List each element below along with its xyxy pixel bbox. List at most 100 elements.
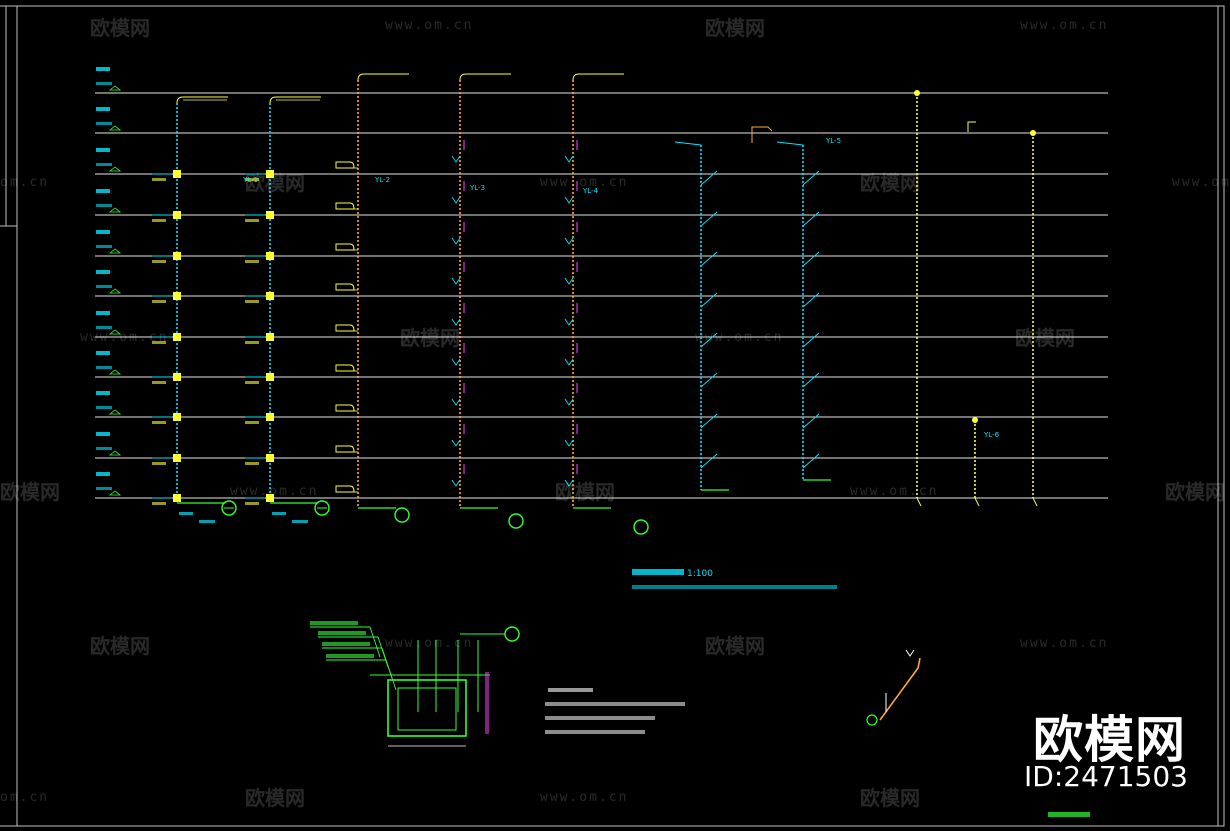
floor-label-glyph — [96, 67, 110, 71]
floor-label-glyph — [96, 148, 110, 152]
leader-label-glyph — [322, 642, 370, 646]
slanted-branch — [700, 211, 718, 227]
slanted-branch — [700, 453, 718, 469]
outlet-pipe — [974, 497, 980, 507]
elevation-glyph — [199, 520, 215, 523]
fixture-label-glyph — [152, 260, 166, 263]
watermark-brand: 欧模网 — [555, 480, 615, 504]
outlet-pipe — [1032, 497, 1038, 507]
pit-outline — [387, 679, 467, 737]
manhole-symbol — [508, 513, 524, 529]
floor-drain-node — [266, 373, 274, 381]
watermark-url: www.om.cn — [540, 790, 629, 805]
floor-label-glyph — [96, 472, 110, 476]
note-line-glyph — [545, 716, 655, 720]
pipe-label: YL-2 — [374, 176, 390, 184]
floor-drain-node — [266, 454, 274, 462]
rain-inlet-node — [1030, 130, 1036, 136]
trap-symbol — [564, 237, 574, 245]
floor-label-glyph — [96, 270, 110, 274]
floor-drain-node — [173, 494, 181, 502]
floor-drain-node — [266, 413, 274, 421]
fixture-label-glyph — [152, 219, 166, 222]
floor-label-glyph — [96, 432, 110, 436]
watermark-brand: 欧模网 — [860, 171, 920, 195]
trap-symbol — [451, 196, 461, 204]
leader-line — [385, 659, 397, 691]
asset-id: ID:2471503 — [1024, 760, 1188, 793]
elevation-marker — [108, 329, 122, 335]
slanted-branch — [802, 453, 820, 469]
manhole-symbol — [394, 507, 410, 523]
fixture-label-glyph — [245, 341, 259, 344]
rain-inlet-node — [972, 417, 978, 423]
bathtub-symbol — [335, 243, 355, 251]
slanted-branch — [802, 372, 820, 388]
floor-drain-node — [173, 333, 181, 341]
floor-drain-node — [266, 170, 274, 178]
elevation-label-glyph — [96, 122, 112, 125]
branch-pipe — [674, 141, 702, 146]
watermark-url: www.om.cn — [695, 330, 784, 345]
trap-symbol — [451, 358, 461, 366]
note-title-glyph — [548, 688, 593, 692]
trap-symbol — [564, 196, 574, 204]
elevation-marker — [108, 125, 122, 131]
bathtub-symbol — [335, 404, 355, 412]
floor-label-glyph — [96, 351, 110, 355]
slanted-branch — [802, 413, 820, 429]
floor-drain-node — [266, 333, 274, 341]
slanted-branch — [700, 251, 718, 267]
watermark-url: www.om.cn — [850, 484, 939, 499]
watermark-url-short: om.cn — [0, 175, 50, 190]
note-line-glyph — [545, 730, 645, 734]
fixture-label-glyph — [152, 502, 166, 505]
note-line-glyph — [545, 702, 685, 706]
bathtub-symbol — [335, 445, 355, 453]
elevation-marker — [108, 248, 122, 254]
watermark-brand: 欧模网 — [1015, 326, 1075, 350]
trap-symbol — [451, 277, 461, 285]
vent-cap — [459, 73, 511, 81]
pipe-label: YL-6 — [983, 431, 1000, 439]
floor-drain-node — [173, 454, 181, 462]
elevation-glyph — [292, 520, 308, 523]
watermark-url: www.om.cn — [1020, 18, 1109, 33]
fixture-label-glyph — [152, 462, 166, 465]
fixture-label-glyph — [152, 421, 166, 424]
trap-symbol — [564, 479, 574, 487]
elevation-marker — [108, 85, 122, 91]
pipe-label: YL-4 — [582, 187, 599, 195]
trap-symbol — [564, 277, 574, 285]
slanted-branch — [700, 332, 718, 348]
manhole-symbol — [633, 519, 649, 535]
watermark-brand: 欧模网 — [90, 16, 150, 40]
trap-symbol — [564, 439, 574, 447]
leader-label-glyph — [318, 631, 366, 635]
rain-branch — [967, 121, 976, 132]
iso-manhole — [866, 714, 878, 726]
title-note-glyphs — [632, 585, 837, 589]
watermark-url: www.om.cn — [80, 330, 169, 345]
watermark-brand: 欧模网 — [245, 786, 305, 810]
watermark-brand: 欧模网 — [0, 480, 60, 504]
slanted-branch — [802, 251, 820, 267]
fixture-label-glyph — [245, 381, 259, 384]
elevation-label-glyph — [96, 82, 112, 85]
fixture-label-glyph — [245, 462, 259, 465]
sheet-title-glyphs — [1048, 812, 1090, 817]
watermark-brand: 欧模网 — [1165, 480, 1225, 504]
watermark-url: www.om.cn — [1172, 175, 1230, 190]
scale-label: 1:100 — [687, 569, 713, 579]
floor-drain-node — [173, 413, 181, 421]
floor-drain-node — [266, 252, 274, 260]
leader-label-glyph — [310, 621, 358, 625]
elevation-label-glyph — [96, 487, 112, 490]
trap-symbol — [451, 479, 461, 487]
watermark-brand: 欧模网 — [90, 634, 150, 658]
iso-pipe — [879, 657, 921, 721]
trap-symbol — [451, 439, 461, 447]
fixture-label-glyph — [152, 178, 166, 181]
drainage-risers — [176, 73, 1038, 535]
slanted-branch — [700, 372, 718, 388]
